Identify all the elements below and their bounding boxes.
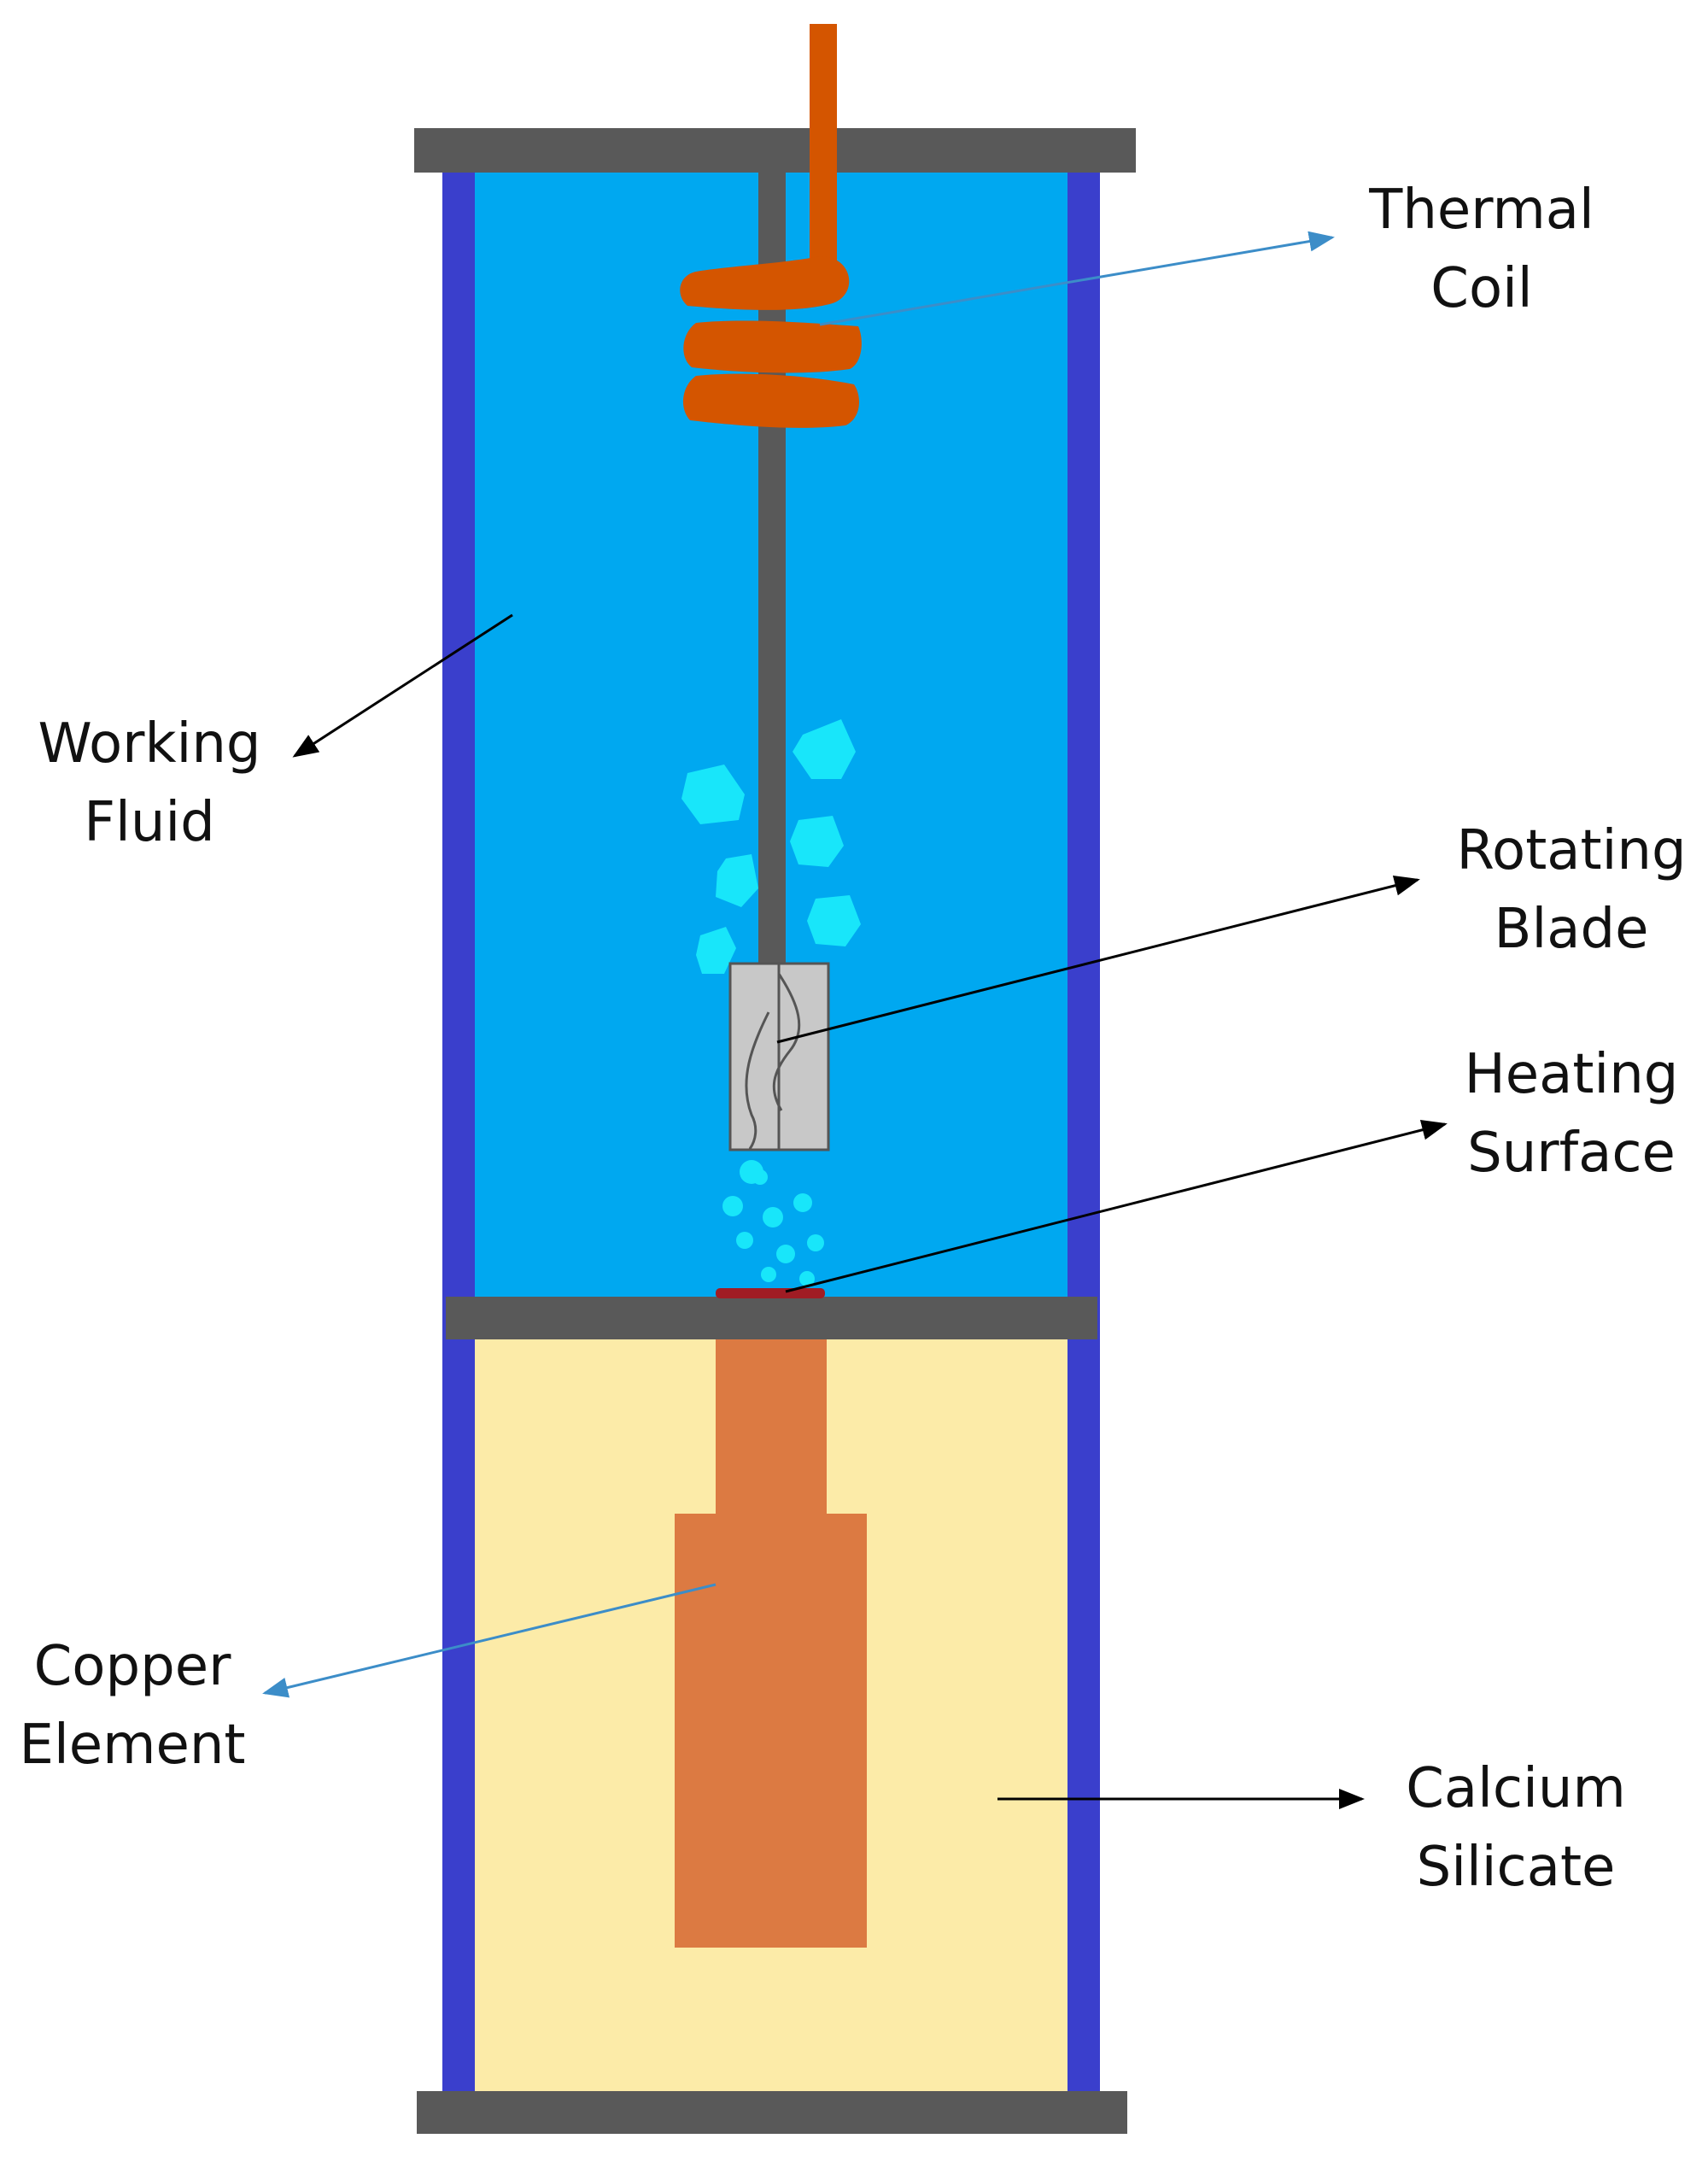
thermal-coil-arrow — [819, 231, 1335, 326]
middle-plate — [446, 1297, 1097, 1339]
rotating-blade-arrow — [776, 875, 1420, 1044]
heating-surface-label: Heating Surface — [1464, 1043, 1679, 1185]
thermal-coil-lead — [810, 24, 837, 280]
heating-surface — [716, 1288, 825, 1298]
rotating-blade-label: Rotating Blade — [1456, 819, 1687, 961]
calcium-silicate-label: Calcium Silicate — [1406, 1757, 1626, 1899]
working-fluid-arrow — [292, 613, 513, 758]
working-fluid-label: Working Fluid — [38, 712, 261, 854]
bubbles — [681, 719, 861, 1286]
tube-wall-right — [1068, 167, 1100, 2097]
tube-wall-left — [442, 167, 475, 2097]
copper-element-label: Copper Element — [19, 1635, 246, 1777]
thermal-coil-label: Thermal Coil — [1369, 179, 1594, 320]
heating-surface-arrow — [785, 1120, 1448, 1293]
top-plate — [414, 128, 1136, 173]
copper-element — [675, 1339, 867, 1948]
thermal-coil — [680, 256, 862, 428]
copper-element-arrow — [262, 1583, 717, 1698]
bottom-plate — [417, 2091, 1127, 2134]
rotating-blade — [728, 962, 830, 1151]
